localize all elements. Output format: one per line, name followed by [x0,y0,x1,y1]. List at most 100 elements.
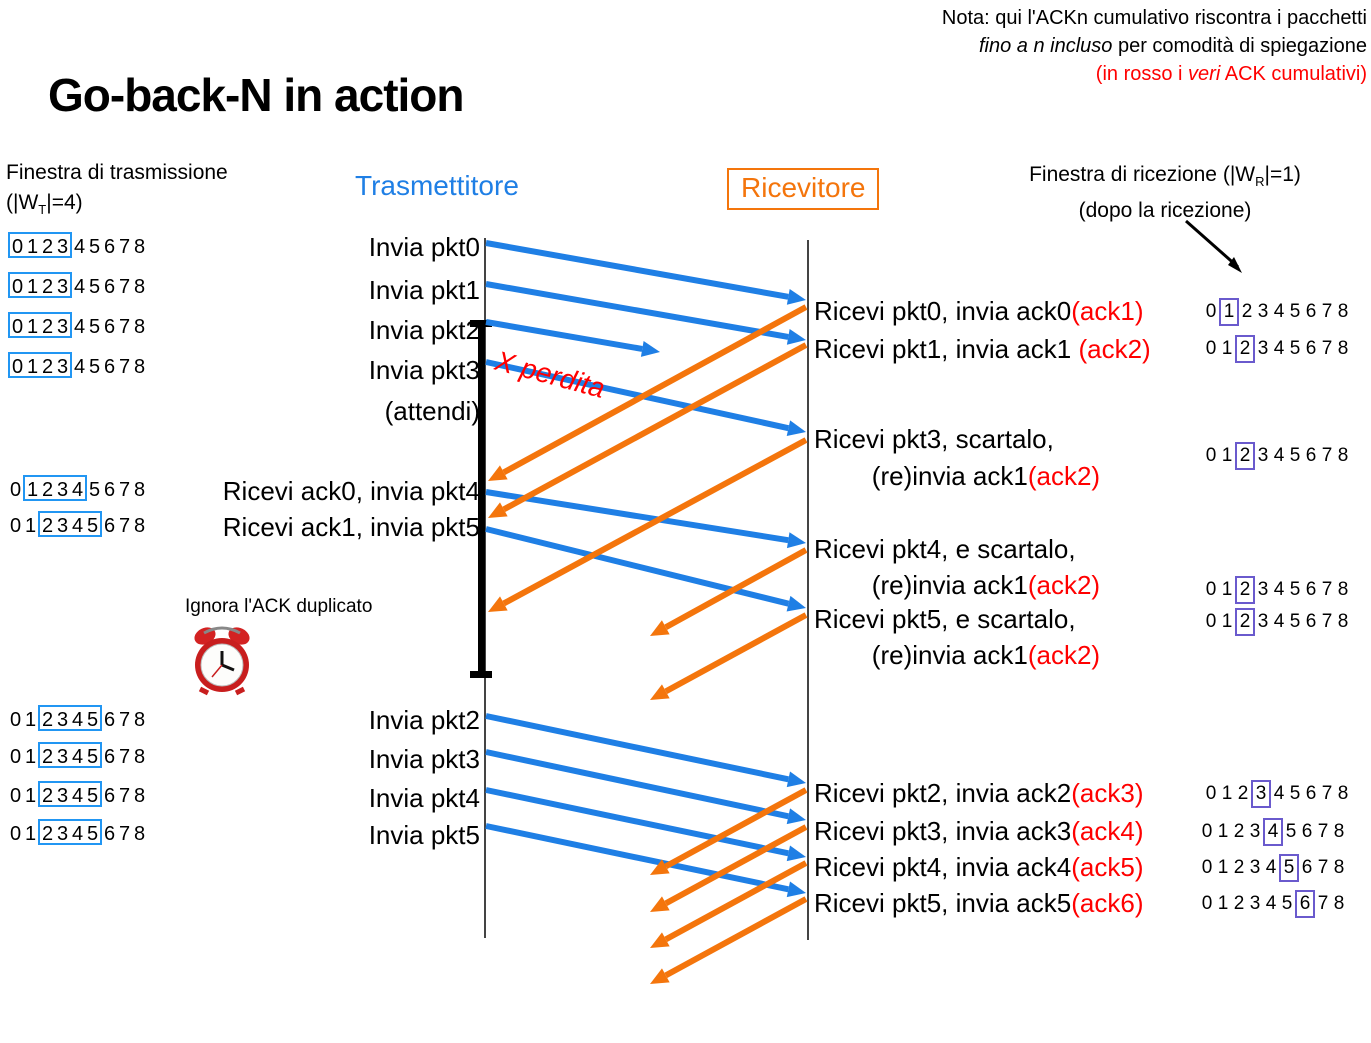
ack-packet-arrow [664,896,808,979]
window-box: 2 [1235,576,1255,604]
seq-number: 3 [56,785,69,807]
note-line-3-a: (in rosso i [1095,63,1189,85]
ack-packet-arrow [502,304,808,475]
tx-w-close: |=4) [46,191,83,214]
seq-number: 0 [1205,611,1217,632]
seq-number: 8 [1337,445,1349,466]
ack-packet-arrow-head [488,465,508,481]
seq-number: 5 [1289,445,1301,466]
seq-number: 7 [1321,338,1333,359]
true-cumulative-ack: (ack4) [1071,816,1144,846]
seq-number: 4 [1273,301,1285,322]
data-packet-arrow-head [786,881,806,898]
receiver-timeline [807,240,809,940]
seq-number: 4 [1273,579,1285,600]
receiver-event-text: Ricevi pkt5, e scartalo, [814,604,1076,634]
seq-number: 1 [1221,783,1233,804]
seq-number: 8 [133,479,146,501]
seq-number: 5 [86,515,99,537]
seq-number: 6 [103,356,116,378]
seq-number: 7 [118,236,131,258]
seq-number: 7 [118,785,131,807]
seq-number: 5 [1281,893,1293,914]
seq-number: 4 [73,276,86,298]
seq-number: 3 [56,515,69,537]
true-cumulative-ack: (ack2) [1027,570,1101,600]
seq-number: 2 [41,823,54,845]
window-box: 5 [1279,854,1299,882]
seq-number: 5 [86,785,99,807]
seq-number: 3 [56,479,69,501]
data-packet-arrow-head [786,771,806,788]
seq-number: 4 [71,746,84,768]
window-box: 1 [1219,298,1239,326]
seq-number: 8 [133,823,146,845]
rx-window-heading-line1: Finestra di ricezione (|WR|=1) [960,160,1370,196]
seq-number: 7 [118,746,131,768]
seq-number: 0 [9,709,22,731]
note-line-1: Nota: qui l'ACKn cumulativo riscontra i … [941,7,1367,29]
data-packet-arrow-head [786,845,806,862]
rx-window-heading-line2: (dopo la ricezione) [1078,199,1252,223]
seq-number: 8 [133,276,146,298]
seq-number: 4 [1273,783,1285,804]
receiver-event-5: (re)invia ack1(ack2) [814,570,1100,601]
receiver-event-text: (re)invia ack1 [814,570,1028,600]
seq-number: 8 [1337,783,1349,804]
seq-number: 5 [1289,611,1301,632]
seq-number: 8 [1333,893,1345,914]
seq-number: 2 [41,709,54,731]
tx-window-heading: Finestra di trasmissione (|WT|=4) [6,158,336,225]
true-cumulative-ack: (ack1) [1071,296,1144,326]
seq-number: 7 [1321,445,1333,466]
seq-number: 6 [103,515,116,537]
page-title: Go-back-N in action [48,69,464,121]
receiver-event-text: Ricevi pkt3, scartalo, [814,424,1054,454]
seq-number: 3 [1255,783,1267,804]
receiver-event-text: Ricevi pkt0, invia ack0 [814,296,1072,326]
data-packet-arrow [485,713,789,783]
data-packet-arrow [485,359,790,432]
receiver-event-7: (re)invia ack1(ack2) [814,640,1100,671]
seq-number: 1 [24,746,37,768]
seq-number: 6 [1305,338,1317,359]
ack-packet-arrow [664,547,808,630]
receiver-event-text: Ricevi pkt4, invia ack4 [814,852,1072,882]
seq-number: 5 [1289,338,1301,359]
seq-number: 4 [73,236,86,258]
seq-number: 4 [1273,611,1285,632]
note-line-3: (in rosso i veri ACK cumulativi) [767,60,1367,88]
seq-number: 0 [1201,821,1213,842]
seq-number: 8 [1337,338,1349,359]
seq-number: 3 [1257,611,1269,632]
receiver-event-3: (re)invia ack1(ack2) [814,461,1100,492]
seq-number: 1 [26,356,39,378]
seq-number: 7 [1317,857,1329,878]
seq-number: 1 [24,515,37,537]
ack-packet-arrow-head [650,684,670,700]
seq-number: 3 [56,709,69,731]
data-packet-arrow [485,526,790,607]
note-line-2: fino a n incluso per comodità di spiegaz… [767,32,1367,60]
receiver-event-text: Ricevi pkt5, invia ack5 [814,888,1072,918]
seq-number: 3 [1257,338,1269,359]
data-packet-arrow-head [786,532,806,549]
sender-event-0: Invia pkt0 [368,232,480,262]
seq-number: 6 [1301,857,1313,878]
seq-number: 2 [41,236,54,258]
note-line-2-italic: fino a n incluso [978,35,1113,57]
seq-number: 1 [1217,857,1229,878]
receiver-event-10: Ricevi pkt4, invia ack4(ack5) [814,852,1143,883]
seq-number: 0 [11,356,24,378]
seq-number: 7 [1321,579,1333,600]
seq-number: 0 [1201,893,1213,914]
seq-number: 4 [71,785,84,807]
data-packet-arrow-head [786,808,806,825]
